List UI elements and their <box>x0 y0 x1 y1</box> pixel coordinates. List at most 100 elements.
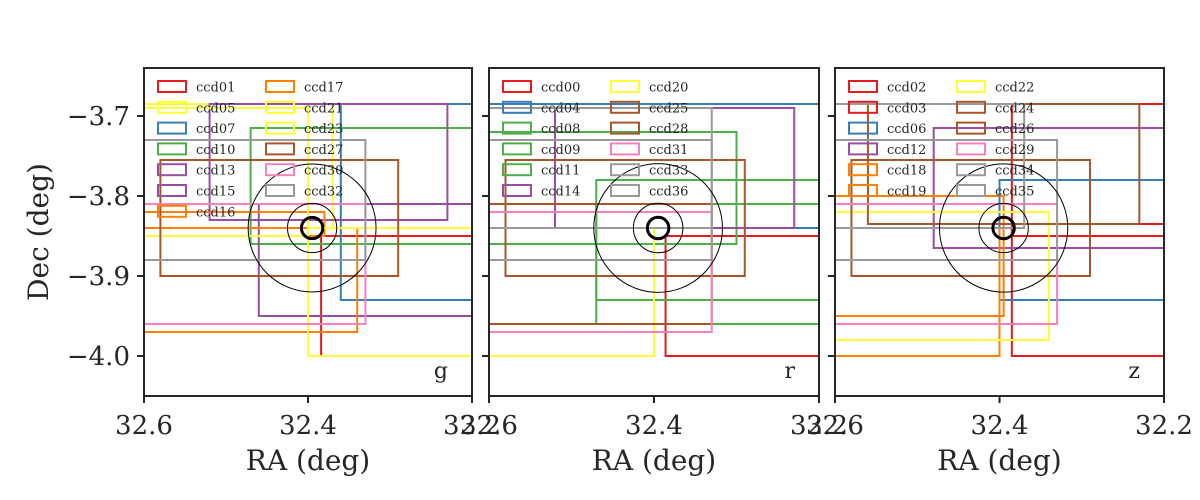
legend-label: ccd13 <box>196 164 235 179</box>
y-tick-label: −3.8 <box>67 182 130 212</box>
legend-item-ccd27: ccd27 <box>265 142 343 158</box>
legend-item-ccd05: ccd05 <box>157 100 235 116</box>
legend-label: ccd33 <box>649 164 688 179</box>
legend-label: ccd32 <box>304 185 343 200</box>
legend-item-ccd30: ccd30 <box>265 163 343 179</box>
legend-label: ccd01 <box>196 81 235 96</box>
legend-label: ccd17 <box>304 81 343 96</box>
footprint-ccd09 <box>595 179 819 301</box>
legend-label: ccd06 <box>887 122 926 137</box>
x-tick-label: 32.2 <box>1135 411 1193 441</box>
legend-swatch <box>848 80 878 93</box>
legend-label: ccd15 <box>196 185 235 200</box>
y-tick-label: −4.0 <box>67 342 130 372</box>
band-label: r <box>784 359 795 384</box>
footprint-ccd03 <box>1010 103 1164 237</box>
legend-label: ccd27 <box>304 143 343 158</box>
legend-item-ccd09: ccd09 <box>502 142 580 158</box>
footprint-ccd02 <box>1010 223 1164 357</box>
x-tick-label: 32.6 <box>460 411 518 441</box>
footprint-ccd17 <box>144 227 359 333</box>
legend-label: ccd24 <box>995 101 1034 116</box>
legend-label: ccd07 <box>196 122 235 137</box>
legend-item-ccd01: ccd01 <box>157 80 235 96</box>
plot-area <box>489 103 819 357</box>
footprint-ccd07 <box>339 103 472 301</box>
footprint-ccd01 <box>320 235 472 357</box>
footprint-ccd26 <box>850 159 1091 277</box>
legend-swatch <box>265 184 295 197</box>
legend-swatch <box>956 184 986 197</box>
plot-area <box>835 103 1164 357</box>
legend-item-ccd26: ccd26 <box>956 121 1034 137</box>
legend-label: ccd18 <box>887 164 926 179</box>
legend-item-ccd15: ccd15 <box>157 184 235 200</box>
legend-label: ccd02 <box>887 81 926 96</box>
legend-label: ccd20 <box>649 81 688 96</box>
legend-swatch <box>265 100 295 114</box>
legend-swatch <box>502 80 532 93</box>
legend-item-ccd16: ccd16 <box>157 204 235 220</box>
aperture-circle-0 <box>593 163 723 293</box>
footprint-ccd13 <box>208 103 449 221</box>
legend: ccd02ccd03ccd06ccd12ccd18ccd19ccd22ccd24… <box>848 80 1034 200</box>
footprint-ccd28 <box>489 203 713 325</box>
plot-area <box>144 103 472 357</box>
footprint-ccd33 <box>489 139 713 261</box>
legend-label: ccd25 <box>649 101 688 116</box>
legend-item-ccd03: ccd03 <box>848 100 926 116</box>
legend-label: ccd05 <box>196 101 235 116</box>
legend-label: ccd31 <box>649 143 688 158</box>
footprint-ccd36 <box>489 107 713 229</box>
legend-label: ccd30 <box>304 164 343 179</box>
y-tick-label: −3.9 <box>67 262 130 292</box>
legend-item-ccd18: ccd18 <box>848 163 926 179</box>
y-tick-label: −3.7 <box>67 102 130 132</box>
aperture-circle-1 <box>287 202 338 254</box>
legend-label: ccd26 <box>995 122 1034 137</box>
legend-label: ccd19 <box>887 185 926 200</box>
footprint-ccd20 <box>489 227 655 357</box>
footprint-ccd19 <box>835 195 1005 317</box>
footprint-ccd11 <box>489 131 738 245</box>
legend-swatch <box>610 121 640 135</box>
legend-item-ccd17: ccd17 <box>265 80 343 96</box>
footprint-ccd31 <box>489 211 713 333</box>
legend-swatch <box>848 121 878 135</box>
x-axis-label: RA (deg) <box>592 444 716 477</box>
footprint-ccd25 <box>504 159 746 277</box>
legend-swatch <box>848 142 878 156</box>
y-axis-label: Dec (deg) <box>22 163 55 301</box>
legend-item-ccd07: ccd07 <box>157 121 235 137</box>
legend-item-ccd32: ccd32 <box>265 184 343 200</box>
x-tick-label: 32.4 <box>279 411 337 441</box>
legend-swatch <box>610 163 640 177</box>
legend-swatch <box>610 80 640 93</box>
aperture-circle-2 <box>299 215 325 241</box>
footprint-ccd32 <box>144 139 367 261</box>
x-tick-label: 32.2 <box>790 411 848 441</box>
legend-swatch <box>848 100 878 114</box>
legend-item-ccd21: ccd21 <box>265 100 343 116</box>
legend-swatch <box>265 121 295 135</box>
aperture-circle-0 <box>938 163 1069 293</box>
legend-swatch <box>265 80 295 93</box>
legend-swatch <box>848 163 878 177</box>
legend-swatch <box>502 163 532 177</box>
legend-swatch <box>157 80 187 93</box>
legend-item-ccd02: ccd02 <box>848 80 926 96</box>
legend-swatch <box>956 80 986 93</box>
footprint-ccd34 <box>835 139 1059 261</box>
legend-item-ccd00: ccd00 <box>502 80 580 96</box>
legend-swatch <box>265 142 295 156</box>
x-tick-label: 32.6 <box>806 411 864 441</box>
legend-swatch <box>848 184 878 197</box>
legend-swatch <box>502 100 532 114</box>
legend-label: ccd10 <box>196 143 235 158</box>
x-tick-label: 32.4 <box>971 411 1029 441</box>
legend-swatch <box>956 100 986 114</box>
aperture-circle-1 <box>632 202 684 254</box>
legend-item-ccd11: ccd11 <box>502 163 580 179</box>
